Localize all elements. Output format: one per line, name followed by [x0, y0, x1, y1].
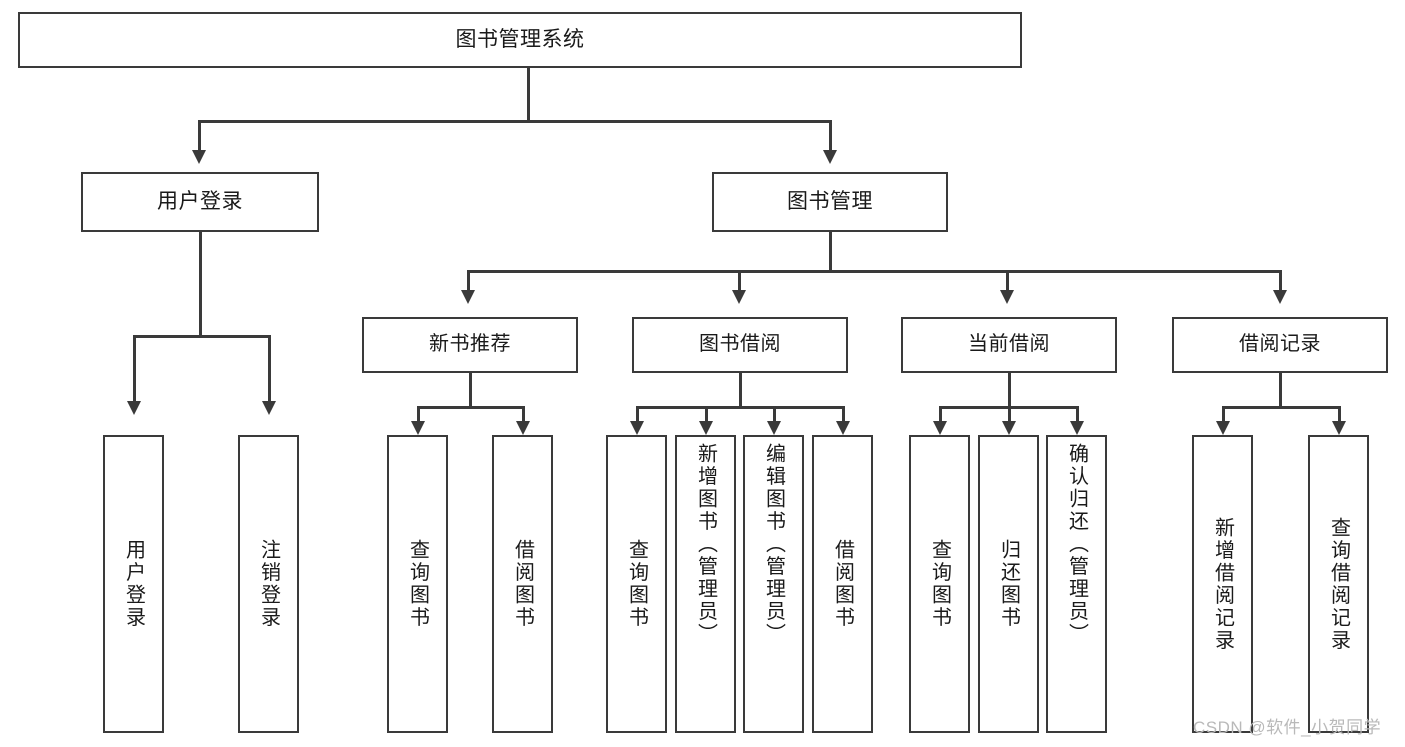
arrowhead-new-book-child-1 — [411, 421, 425, 435]
arrowhead-book-mgmt-child-2 — [732, 290, 746, 304]
arrowhead-current-borrow-child-2 — [1002, 421, 1016, 435]
leaf-label: 查询图书 — [406, 539, 429, 629]
connector-book-borrow-drop-2 — [705, 406, 708, 421]
node-book-management[interactable]: 图书管理 — [712, 172, 948, 232]
leaf-logout[interactable]: 注销登录 — [238, 435, 299, 733]
connector-book-mgmt-drop-4 — [1279, 270, 1282, 290]
leaf-label: 注销登录 — [257, 539, 280, 629]
node-label: 图书管理 — [787, 189, 873, 213]
leaf-query-books-current[interactable]: 查询图书 — [909, 435, 970, 733]
connector-user-login-stem — [199, 232, 202, 337]
leaf-label: 新增借阅记录 — [1211, 516, 1234, 652]
connector-book-borrow-drop-1 — [636, 406, 639, 421]
connector-root-to-book-mgmt — [829, 120, 832, 150]
connector-new-book-stem — [469, 373, 472, 408]
connector-root-bus — [198, 120, 832, 123]
leaf-label: 查询图书 — [928, 539, 951, 629]
arrowhead-new-book-child-2 — [516, 421, 530, 435]
connector-user-login-drop-1 — [133, 335, 136, 401]
connector-book-mgmt-drop-3 — [1006, 270, 1009, 290]
arrowhead-current-borrow-child-3 — [1070, 421, 1084, 435]
arrowhead-book-borrow-child-2 — [699, 421, 713, 435]
connector-current-borrow-drop-3 — [1076, 406, 1079, 421]
node-current-borrow[interactable]: 当前借阅 — [901, 317, 1117, 373]
leaf-label: 确认归还（管理员） — [1065, 443, 1088, 646]
leaf-label: 编辑图书（管理员） — [762, 443, 785, 646]
connector-new-book-bus — [417, 406, 524, 409]
connector-book-borrow-drop-4 — [842, 406, 845, 421]
connector-book-mgmt-drop-2 — [738, 270, 741, 290]
arrowhead-current-borrow-child-1 — [933, 421, 947, 435]
connector-book-mgmt-stem — [829, 232, 832, 272]
connector-borrow-record-drop-2 — [1338, 406, 1341, 421]
arrowhead-user-login-child-2 — [262, 401, 276, 415]
connector-user-login-bus — [133, 335, 270, 338]
arrowhead-borrow-record-child-1 — [1216, 421, 1230, 435]
leaf-label: 归还图书 — [997, 539, 1020, 629]
node-book-borrow[interactable]: 图书借阅 — [632, 317, 848, 373]
connector-root-stem — [527, 68, 530, 122]
connector-new-book-drop-2 — [522, 406, 525, 421]
arrowhead-book-mgmt-child-3 — [1000, 290, 1014, 304]
arrowhead-book-borrow-child-3 — [767, 421, 781, 435]
connector-new-book-drop-1 — [417, 406, 420, 421]
connector-current-borrow-drop-2 — [1008, 406, 1011, 421]
node-label: 当前借阅 — [968, 333, 1050, 356]
leaf-label: 借阅图书 — [831, 539, 854, 629]
connector-current-borrow-drop-1 — [939, 406, 942, 421]
node-label: 新书推荐 — [429, 333, 511, 356]
arrowhead-book-borrow-child-4 — [836, 421, 850, 435]
leaf-user-login[interactable]: 用户登录 — [103, 435, 164, 733]
arrowhead-user-login-child-1 — [127, 401, 141, 415]
leaf-confirm-return-admin[interactable]: 确认归还（管理员） — [1046, 435, 1107, 733]
leaf-label: 借阅图书 — [511, 539, 534, 629]
leaf-add-borrow-record[interactable]: 新增借阅记录 — [1192, 435, 1253, 733]
leaf-label: 查询图书 — [625, 539, 648, 629]
leaf-label: 新增图书（管理员） — [694, 443, 717, 646]
connector-book-mgmt-bus — [467, 270, 1281, 273]
node-borrow-record[interactable]: 借阅记录 — [1172, 317, 1388, 373]
leaf-query-borrow-record[interactable]: 查询借阅记录 — [1308, 435, 1369, 733]
leaf-borrow-books[interactable]: 借阅图书 — [812, 435, 873, 733]
node-label: 借阅记录 — [1239, 333, 1321, 356]
connector-book-borrow-stem — [739, 373, 742, 408]
connector-borrow-record-drop-1 — [1222, 406, 1225, 421]
arrowhead-book-mgmt-child-1 — [461, 290, 475, 304]
leaf-return-books[interactable]: 归还图书 — [978, 435, 1039, 733]
node-new-book-recommend[interactable]: 新书推荐 — [362, 317, 578, 373]
connector-book-borrow-bus — [636, 406, 844, 409]
connector-book-mgmt-drop-1 — [467, 270, 470, 290]
leaf-borrow-books-recommend[interactable]: 借阅图书 — [492, 435, 553, 733]
leaf-edit-book-admin[interactable]: 编辑图书（管理员） — [743, 435, 804, 733]
arrowhead-borrow-record-child-2 — [1332, 421, 1346, 435]
leaf-label: 用户登录 — [122, 539, 145, 629]
node-user-login[interactable]: 用户登录 — [81, 172, 319, 232]
arrowhead-root-to-user-login — [192, 150, 206, 164]
node-label: 图书管理系统 — [455, 27, 585, 51]
connector-borrow-record-bus — [1222, 406, 1340, 409]
arrowhead-book-borrow-child-1 — [630, 421, 644, 435]
connector-borrow-record-stem — [1279, 373, 1282, 408]
connector-user-login-drop-2 — [268, 335, 271, 401]
connector-book-borrow-drop-3 — [773, 406, 776, 421]
leaf-query-books-recommend[interactable]: 查询图书 — [387, 435, 448, 733]
leaf-label: 查询借阅记录 — [1327, 516, 1350, 652]
connector-current-borrow-stem — [1008, 373, 1011, 408]
node-root-system[interactable]: 图书管理系统 — [18, 12, 1022, 68]
arrowhead-book-mgmt-child-4 — [1273, 290, 1287, 304]
node-label: 图书借阅 — [699, 333, 781, 356]
leaf-add-book-admin[interactable]: 新增图书（管理员） — [675, 435, 736, 733]
node-label: 用户登录 — [157, 189, 243, 213]
connector-root-to-user-login — [198, 120, 201, 150]
csdn-watermark: CSDN @软件_小贺同学 — [1193, 718, 1382, 737]
leaf-query-books-borrow[interactable]: 查询图书 — [606, 435, 667, 733]
arrowhead-root-to-book-mgmt — [823, 150, 837, 164]
